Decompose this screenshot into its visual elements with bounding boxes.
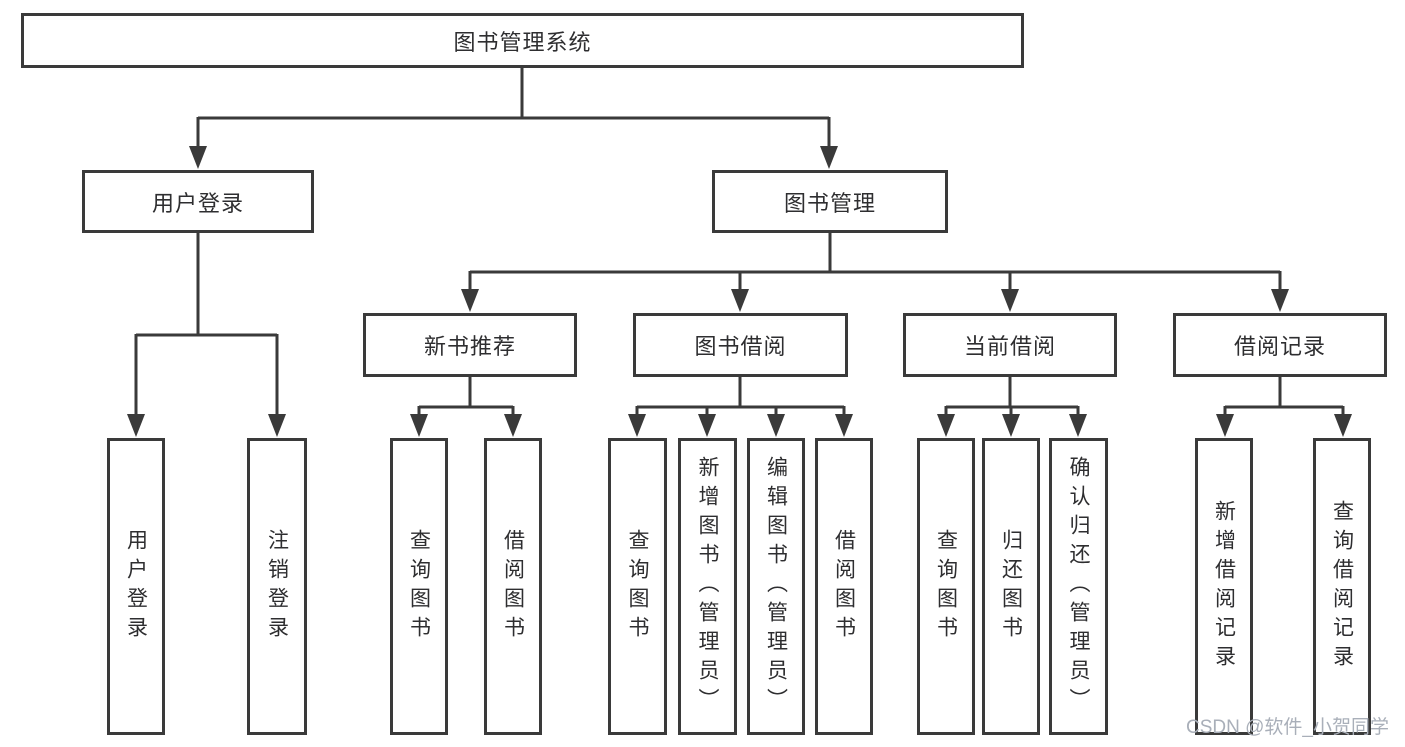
- edge-current-borrow-children: [944, 377, 1080, 417]
- edge-book-borrow-children: [635, 377, 846, 417]
- node-label: 注销登录: [265, 528, 289, 645]
- leaf-return-books: 归还图书: [982, 438, 1040, 735]
- edge-book-mgmt-children: [468, 233, 1282, 292]
- leaf-add-borrow-record: 新增借阅记录: [1195, 438, 1253, 735]
- node-label: 图书借阅: [694, 334, 787, 359]
- node-current-borrow: 当前借阅: [903, 313, 1117, 377]
- arrow-icon: [835, 414, 853, 437]
- arrow-icon: [731, 289, 749, 312]
- node-label: 确认归还（管理员）: [1067, 456, 1090, 717]
- node-label: 借阅图书: [501, 528, 525, 645]
- node-label: 查询图书: [934, 528, 958, 645]
- node-new-book-recommend: 新书推荐: [363, 313, 577, 377]
- node-label: 借阅图书: [832, 528, 856, 645]
- arrow-icon: [189, 146, 207, 169]
- edge-borrow-records-children: [1223, 377, 1345, 417]
- node-label: 查询借阅记录: [1330, 499, 1354, 674]
- arrow-icon: [937, 414, 955, 437]
- node-label: 用户登录: [124, 528, 148, 645]
- node-book-borrow: 图书借阅: [633, 313, 848, 377]
- node-label: 新书推荐: [423, 334, 516, 359]
- edge-new-book-children: [417, 377, 515, 417]
- leaf-query-books-borrow: 查询图书: [608, 438, 667, 735]
- csdn-watermark: CSDN @软件_小贺同学: [1186, 717, 1389, 738]
- edge-user-login-children: [134, 233, 279, 416]
- arrow-icon: [504, 414, 522, 437]
- node-user-login: 用户登录: [82, 170, 314, 233]
- leaf-query-borrow-record: 查询借阅记录: [1313, 438, 1371, 735]
- node-label: 用户登录: [151, 190, 244, 216]
- node-label: 图书管理: [783, 190, 876, 216]
- leaf-borrow-books-recommend: 借阅图书: [484, 438, 542, 735]
- node-borrow-records: 借阅记录: [1173, 313, 1387, 377]
- leaf-user-login: 用户登录: [107, 438, 165, 735]
- arrow-icon: [1334, 414, 1352, 437]
- leaf-borrow-books: 借阅图书: [815, 438, 873, 735]
- node-label: 查询图书: [626, 528, 649, 645]
- leaf-query-books-current: 查询图书: [917, 438, 975, 735]
- node-label: 图书管理系统: [453, 29, 592, 55]
- arrow-icon: [1001, 289, 1019, 312]
- node-label: 编辑图书（管理员）: [764, 456, 788, 717]
- node-label: 查询图书: [407, 528, 431, 645]
- arrow-icon: [698, 414, 716, 437]
- node-label: 新增借阅记录: [1212, 499, 1236, 674]
- leaf-confirm-return-admin: 确认归还（管理员）: [1049, 438, 1108, 735]
- arrow-icon: [1216, 414, 1234, 437]
- node-root-system: 图书管理系统: [21, 13, 1024, 68]
- node-label: 借阅记录: [1233, 334, 1326, 359]
- node-label: 新增图书（管理员）: [696, 456, 719, 717]
- leaf-add-books-admin: 新增图书（管理员）: [678, 438, 737, 735]
- arrow-icon: [127, 414, 145, 437]
- arrow-icon: [268, 414, 286, 437]
- arrow-icon: [410, 414, 428, 437]
- leaf-edit-books-admin: 编辑图书（管理员）: [747, 438, 805, 735]
- edge-root-to-level2: [196, 68, 831, 148]
- arrow-icon: [820, 146, 838, 169]
- node-book-management: 图书管理: [712, 170, 948, 233]
- arrow-icon: [1002, 414, 1020, 437]
- arrow-icon: [1271, 289, 1289, 312]
- node-label: 当前借阅: [963, 334, 1056, 359]
- arrow-icon: [628, 414, 646, 437]
- arrow-icon: [461, 289, 479, 312]
- leaf-query-books-recommend: 查询图书: [390, 438, 448, 735]
- leaf-logout: 注销登录: [247, 438, 307, 735]
- arrow-icon: [767, 414, 785, 437]
- node-label: 归还图书: [999, 528, 1023, 645]
- arrow-icon: [1069, 414, 1087, 437]
